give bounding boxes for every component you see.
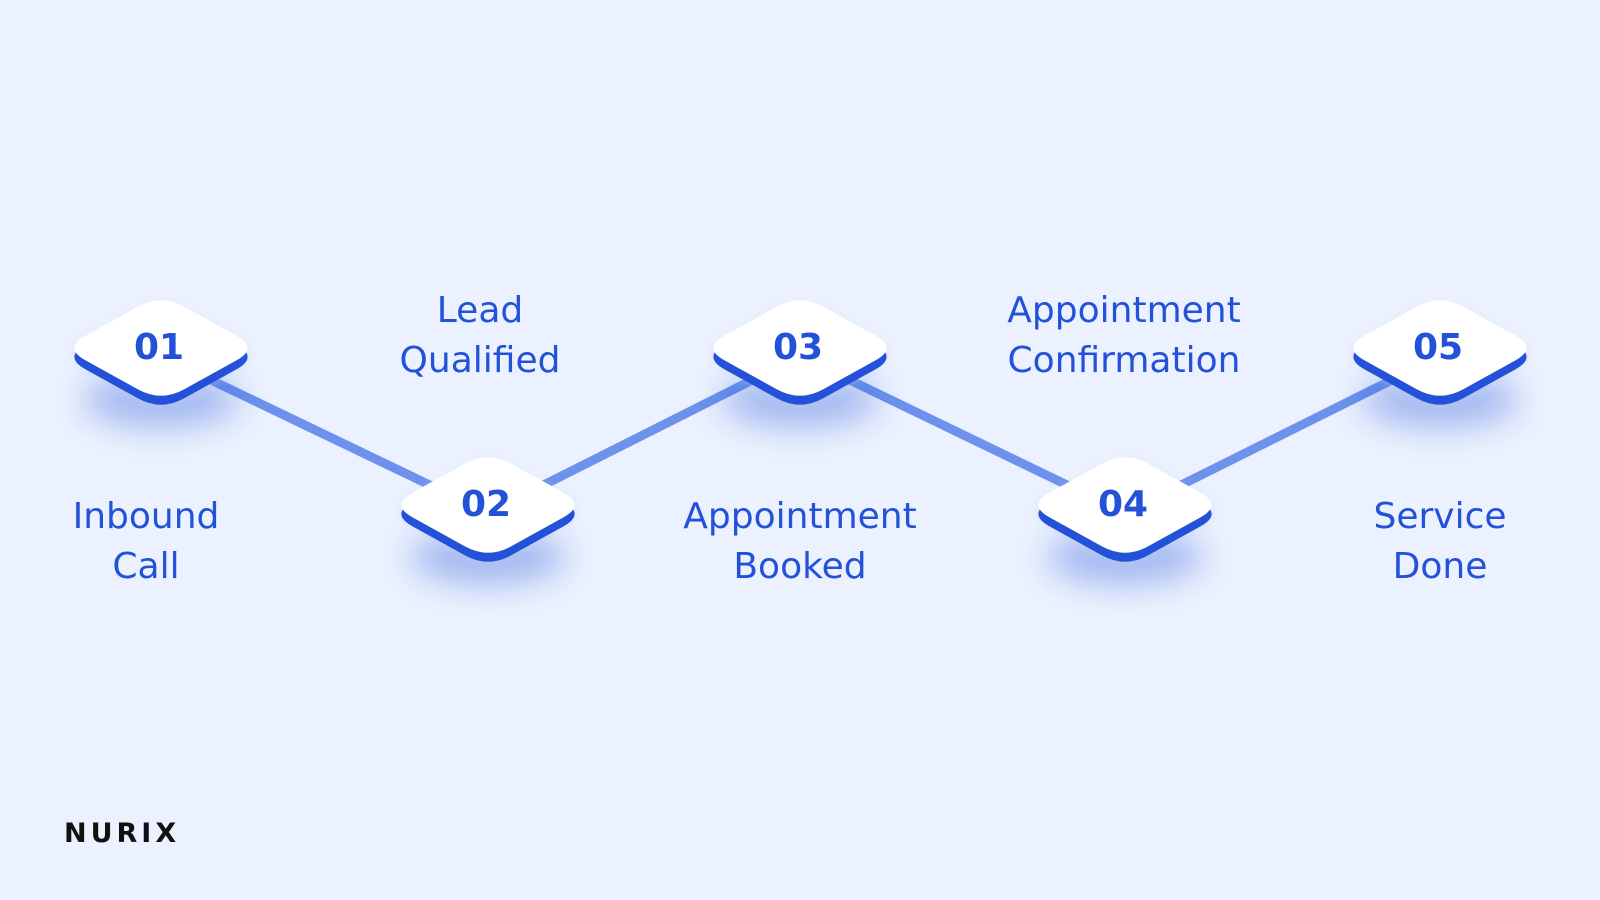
step-number: 05 xyxy=(1413,327,1463,368)
step-node-4: 04 xyxy=(1038,457,1212,585)
step-label-1: Inbound Call xyxy=(72,496,220,587)
step-node-3: 03 xyxy=(713,300,887,428)
step-number: 03 xyxy=(773,327,823,368)
node-face xyxy=(713,300,887,396)
node-face xyxy=(74,300,248,396)
node-face xyxy=(1353,300,1527,396)
node-face xyxy=(401,457,575,553)
step-number: 02 xyxy=(461,484,511,525)
step-node-1: 01 xyxy=(74,300,248,428)
step-node-5: 05 xyxy=(1353,300,1527,428)
step-label-4: Appointment Confirmation xyxy=(1007,290,1241,381)
step-number: 04 xyxy=(1098,484,1148,525)
step-nodes: 01 02 03 04 05 xyxy=(74,300,1527,585)
step-label-3: Appointment Booked xyxy=(683,496,917,587)
step-node-2: 02 xyxy=(401,457,575,585)
nurix-logo: NURIX xyxy=(64,818,181,849)
node-face xyxy=(1038,457,1212,553)
step-number: 01 xyxy=(134,327,184,368)
step-label-5: Service Done xyxy=(1373,496,1507,587)
step-label-2: Lead Qualified xyxy=(399,290,561,381)
